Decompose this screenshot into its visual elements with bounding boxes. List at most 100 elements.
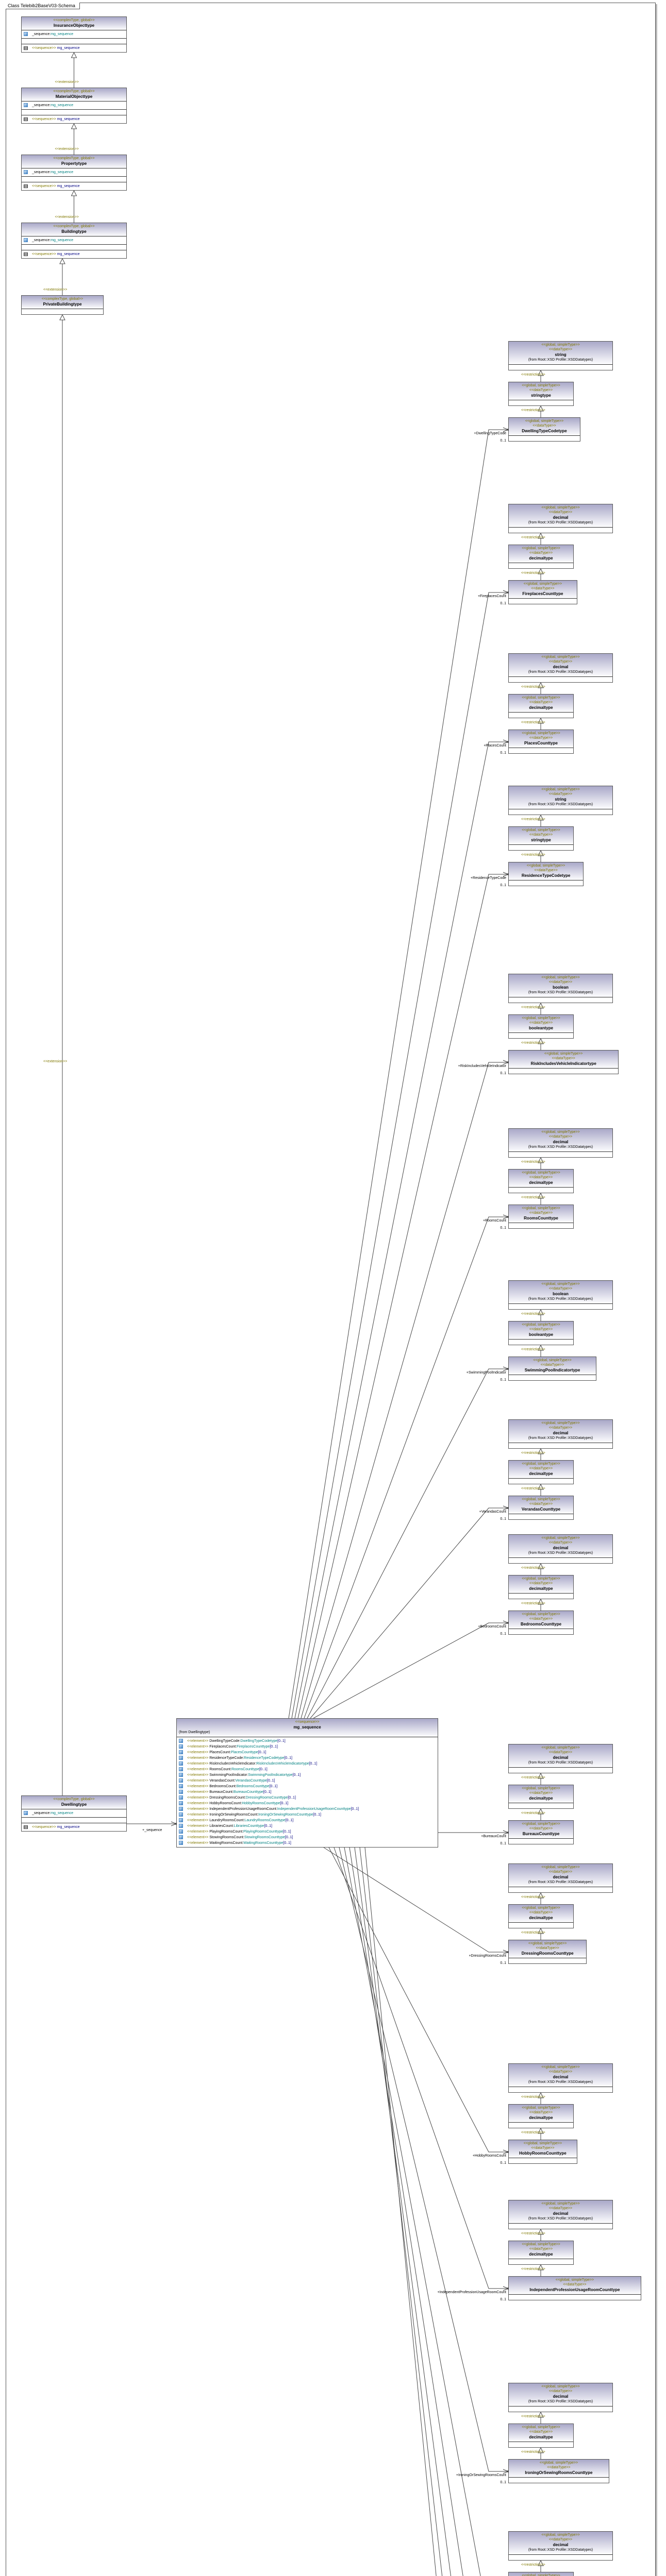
- type-independentprofessionusageroomcounttype[interactable]: <<global, simpleType>><<dataType>>Indepe…: [508, 2276, 641, 2300]
- type-ironingorsewingroomscounttype[interactable]: <<global, simpleType>><<dataType>>Ironin…: [508, 2459, 609, 2483]
- type-decimal[interactable]: <<global, simpleType>><<dataType>>decima…: [508, 1744, 613, 1773]
- restriction-label: <<restriction>>: [521, 2095, 545, 2099]
- element-stereotype: <<element>>: [187, 1807, 210, 1811]
- type-string[interactable]: <<global, simpleType>><<dataType>>string…: [508, 786, 613, 815]
- type-roomscounttype[interactable]: <<global, simpleType>><<dataType>>RoomsC…: [508, 1205, 574, 1229]
- type-verandascounttype[interactable]: <<global, simpleType>><<dataType>>Verand…: [508, 1496, 574, 1520]
- from-namespace: (from Root::XSD Profile::XSDDatatypes): [528, 521, 593, 524]
- element-stereotype: <<element>>: [187, 1830, 210, 1834]
- type-fireplacescounttype[interactable]: <<global, simpleType>><<dataType>>Firepl…: [508, 580, 577, 604]
- type-booleantype[interactable]: <<global, simpleType>><<dataType>>boolea…: [508, 1014, 574, 1039]
- class-privatebuildingtype[interactable]: <<complexType, global>>PrivateBuildingty…: [21, 295, 104, 315]
- type-decimaltype[interactable]: <<global, simpleType>><<dataType>>decima…: [508, 1785, 574, 1809]
- stereotype-label: <<complexType, global>>: [53, 19, 95, 22]
- type-swimmingpoolindicatortype[interactable]: <<global, simpleType>><<dataType>>Swimmi…: [508, 1357, 596, 1381]
- stereotype-label: <<complexType, global>>: [53, 157, 95, 160]
- stereotype-label: <<complexType, global>>: [53, 225, 95, 228]
- element-stereotype: <<element>>: [187, 1796, 210, 1800]
- type-name: decimaltype: [529, 2435, 553, 2439]
- type-decimaltype[interactable]: <<global, simpleType>><<dataType>>decima…: [508, 545, 574, 569]
- restriction-label: <<restriction>>: [521, 2563, 545, 2567]
- stereotype-label: <<global, simpleType>>: [522, 732, 560, 735]
- type-string[interactable]: <<global, simpleType>><<dataType>>string…: [508, 341, 613, 370]
- type-bureauxcounttype[interactable]: <<global, simpleType>><<dataType>>Bureau…: [508, 1820, 574, 1844]
- element-name: VerandasCount:: [209, 1779, 236, 1783]
- type-stringtype[interactable]: <<global, simpleType>><<dataType>>string…: [508, 382, 574, 406]
- empty-compartment: [509, 2555, 612, 2560]
- type-boolean[interactable]: <<global, simpleType>><<dataType>>boolea…: [508, 1280, 613, 1310]
- type-bedroomscounttype[interactable]: <<global, simpleType>><<dataType>>Bedroo…: [508, 1611, 574, 1635]
- association-link: [291, 592, 508, 1719]
- empty-compartment: [509, 1558, 612, 1563]
- type-riskincludesvehicleindicatortype[interactable]: <<global, simpleType>><<dataType>>RiskIn…: [508, 1050, 619, 1074]
- type-dwellingtypecodetype[interactable]: <<global, simpleType>><<dataType>>Dwelli…: [508, 417, 580, 442]
- datatype-stereotype: <<dataType>>: [529, 2247, 553, 2251]
- class-propertytype[interactable]: <<complexType, global>>Propertytype_sequ…: [21, 155, 127, 191]
- stereotype-label: <<global, simpleType>>: [522, 2426, 560, 2429]
- class-dwellingtype[interactable]: <<complexType, global>>Dwellingtype_sequ…: [21, 1795, 127, 1832]
- type-decimal[interactable]: <<global, simpleType>><<dataType>>decima…: [508, 1128, 613, 1158]
- type-stringtype-header: <<global, simpleType>><<dataType>>string…: [509, 382, 573, 400]
- element-multiplicity: [0..1]: [284, 1756, 292, 1760]
- attribute-type: mg_sequence: [51, 171, 74, 174]
- type-boolean[interactable]: <<global, simpleType>><<dataType>>boolea…: [508, 974, 613, 1003]
- element-multiplicity: [0..1]: [292, 1773, 301, 1777]
- type-placescounttype[interactable]: <<global, simpleType>><<dataType>>Places…: [508, 730, 574, 754]
- type-decimal[interactable]: <<global, simpleType>><<dataType>>decima…: [508, 1863, 613, 1893]
- element-stereotype: <<element>>: [187, 1790, 210, 1794]
- operation-compartment: <<sequence>> mg_sequence: [22, 115, 126, 123]
- type-decimal[interactable]: <<global, simpleType>><<dataType>>decima…: [508, 2063, 613, 2093]
- type-decimaltype[interactable]: <<global, simpleType>><<dataType>>decima…: [508, 2241, 574, 2265]
- type-decimal[interactable]: <<global, simpleType>><<dataType>>decima…: [508, 2383, 613, 2412]
- type-name: decimal: [553, 2075, 569, 2079]
- stereotype-label: <<global, simpleType>>: [522, 384, 560, 387]
- empty-compartment: [509, 2295, 641, 2300]
- association-link: [313, 1622, 508, 1719]
- type-booleantype[interactable]: <<global, simpleType>><<dataType>>boolea…: [508, 1321, 574, 1345]
- type-stringtype[interactable]: <<global, simpleType>><<dataType>>string…: [508, 826, 574, 851]
- stereotype-label: <<global, simpleType>>: [541, 1421, 580, 1425]
- element-name: StowingRoomsCount:: [209, 1836, 244, 1839]
- element-compartment: <<element>> DwellingTypeCode:DwellingTyp…: [177, 1737, 438, 1847]
- type-decimal[interactable]: <<global, simpleType>><<dataType>>decima…: [508, 1419, 613, 1449]
- type-decimaltype[interactable]: <<global, simpleType>><<dataType>>decima…: [508, 1904, 574, 1928]
- type-dressingroomscounttype[interactable]: <<global, simpleType>><<dataType>>Dressi…: [508, 1940, 587, 1964]
- class-insuranceobjecttype[interactable]: <<complexType, global>>InsuranceObjectty…: [21, 16, 127, 53]
- type-decimaltype[interactable]: <<global, simpleType>><<dataType>>decima…: [508, 694, 574, 718]
- empty-compartment: [509, 2442, 573, 2447]
- type-decimaltype[interactable]: <<global, simpleType>><<dataType>>decima…: [508, 2572, 574, 2576]
- datatype-stereotype: <<dataType>>: [536, 1946, 559, 1950]
- type-residencetypecodetype[interactable]: <<global, simpleType>><<dataType>>Reside…: [508, 862, 584, 886]
- class-buildingtype[interactable]: <<complexType, global>>Buildingtype_sequ…: [21, 223, 127, 259]
- type-verandascounttype-header: <<global, simpleType>><<dataType>>Verand…: [509, 1496, 573, 1514]
- operation-stereotype: <<sequence>>: [32, 252, 57, 256]
- generalization-arrow: [538, 850, 544, 856]
- type-decimaltype[interactable]: <<global, simpleType>><<dataType>>decima…: [508, 2424, 574, 2448]
- element-row: <<element>> RiskIncludesVehicleIndicator…: [179, 1761, 436, 1767]
- type-decimal[interactable]: <<global, simpleType>><<dataType>>decima…: [508, 1534, 613, 1564]
- stereotype-label: <<global, simpleType>>: [541, 2533, 580, 2537]
- type-decimal[interactable]: <<global, simpleType>><<dataType>>decima…: [508, 2200, 613, 2229]
- type-decimaltype[interactable]: <<global, simpleType>><<dataType>>decima…: [508, 1460, 574, 1484]
- type-decimal[interactable]: <<global, simpleType>><<dataType>>decima…: [508, 2531, 613, 2561]
- class-materialobjecttype[interactable]: <<complexType, global>>MaterialObjecttyp…: [21, 88, 127, 124]
- attribute-icon: [179, 1767, 183, 1772]
- type-stringtype-header: <<global, simpleType>><<dataType>>string…: [509, 827, 573, 845]
- type-hobbyroomscounttype[interactable]: <<global, simpleType>><<dataType>>HobbyR…: [508, 2140, 577, 2164]
- type-decimal[interactable]: <<global, simpleType>><<dataType>>decima…: [508, 504, 613, 533]
- association-multiplicity: 0..1: [500, 1961, 506, 1965]
- type-decimal[interactable]: <<global, simpleType>><<dataType>>decima…: [508, 653, 613, 683]
- type-decimaltype[interactable]: <<global, simpleType>><<dataType>>decima…: [508, 1169, 574, 1193]
- type-decimaltype[interactable]: <<global, simpleType>><<dataType>>decima…: [508, 2104, 574, 2128]
- type-boolean-header: <<global, simpleType>><<dataType>>boolea…: [509, 974, 612, 997]
- type-decimaltype[interactable]: <<global, simpleType>><<dataType>>decima…: [508, 1575, 574, 1599]
- type-name: decimal: [553, 1546, 569, 1550]
- generalization-arrow: [538, 1598, 544, 1605]
- generalization-arrow: [538, 2411, 544, 2418]
- stereotype-label: <<global, simpleType>>: [541, 788, 580, 791]
- element-multiplicity: [0..1]: [313, 1813, 321, 1817]
- element-stereotype: <<element>>: [187, 1751, 210, 1754]
- class-mg-sequence[interactable]: <<sequence>>mg_sequence(from Dwellingtyp…: [176, 1718, 438, 1848]
- attribute-icon: [179, 1756, 183, 1760]
